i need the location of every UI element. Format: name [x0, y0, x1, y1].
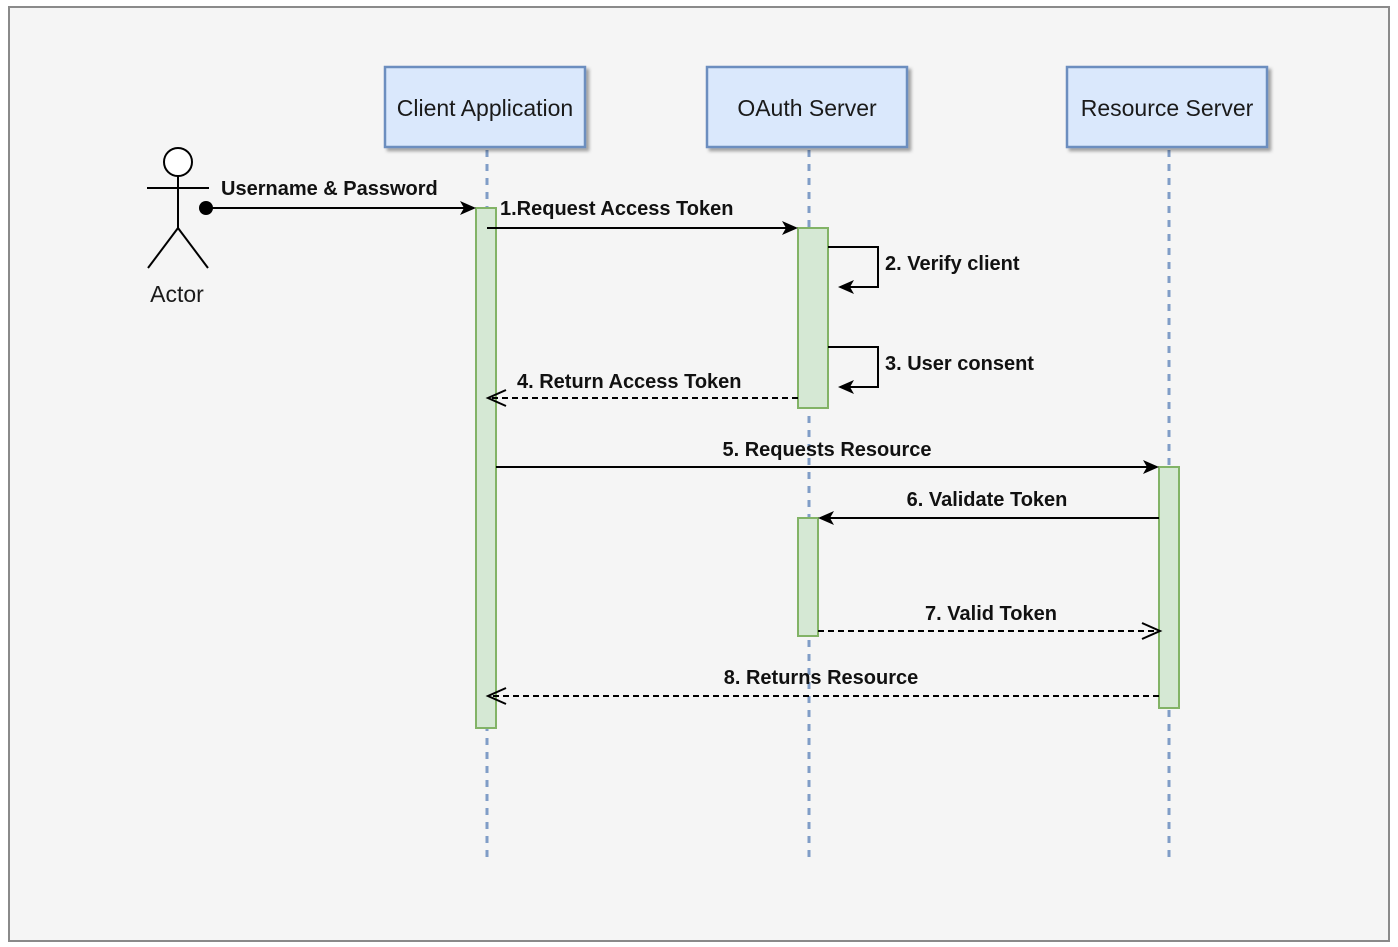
message-verify-client[interactable]: [828, 246, 879, 294]
message-user-consent[interactable]: [828, 346, 879, 394]
message-returns-resource[interactable]: [485, 687, 1159, 705]
message-validate-token-label: 6. Validate Token: [907, 489, 1068, 511]
message-request-access-token[interactable]: [487, 221, 798, 235]
message-username-password[interactable]: [199, 201, 476, 215]
message-verify-client-label: 2. Verify client: [885, 253, 1020, 275]
participant-client-application[interactable]: [383, 65, 587, 149]
participant-resource-server-label: Resource Server: [1081, 95, 1254, 121]
actor-figure[interactable]: [147, 147, 209, 269]
participant-client-application-label: Client Application: [397, 95, 573, 121]
message-username-password-label: Username & Password: [221, 178, 438, 200]
message-request-access-token-label: 1.Request Access Token: [500, 198, 733, 220]
actor-label: Actor: [150, 281, 204, 307]
activation-oauth-1: [797, 227, 829, 409]
message-return-access-token-label: 4. Return Access Token: [517, 371, 742, 393]
message-valid-token-label: 7. Valid Token: [925, 603, 1057, 625]
message-requests-resource-label: 5. Requests Resource: [723, 439, 932, 461]
message-user-consent-label: 3. User consent: [885, 353, 1034, 375]
participant-resource-server[interactable]: [1065, 65, 1269, 149]
participant-oauth-server-label: OAuth Server: [737, 95, 877, 121]
activation-resource: [1158, 466, 1180, 709]
message-valid-token[interactable]: [818, 622, 1163, 640]
activation-oauth-2: [797, 517, 819, 637]
message-return-access-token[interactable]: [485, 389, 798, 407]
activation-client: [475, 207, 497, 729]
message-returns-resource-label: 8. Returns Resource: [724, 667, 919, 689]
message-validate-token[interactable]: [818, 511, 1159, 525]
participant-oauth-server[interactable]: [705, 65, 909, 149]
message-requests-resource[interactable]: [496, 460, 1159, 474]
actor-head: [163, 147, 193, 177]
